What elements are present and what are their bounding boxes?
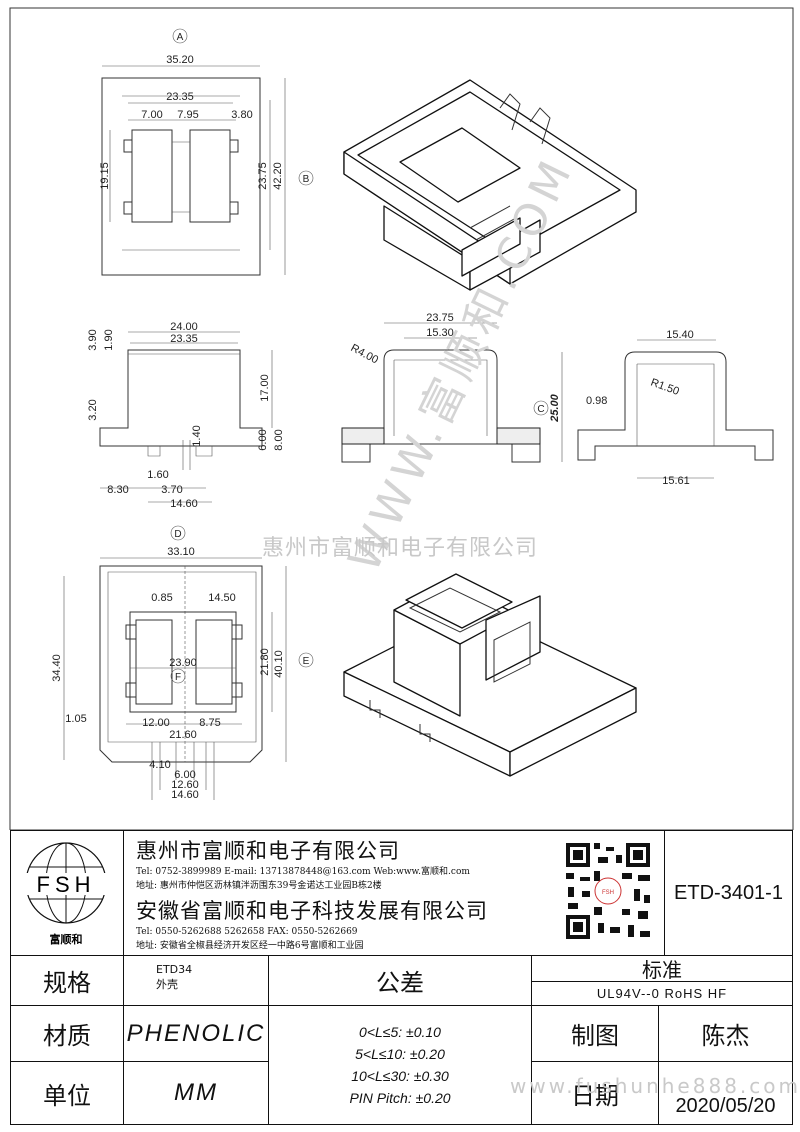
logo-text: FSH <box>37 872 96 897</box>
unit-label: 单位 <box>11 1062 124 1124</box>
material-label: 材质 <box>11 1006 124 1062</box>
address-1: 地址: 惠州市仲恺区沥林镇泮沥围东39号金诺达工业园B栋2楼 <box>136 881 382 891</box>
dim-33-10: 33.10 <box>167 546 195 558</box>
dim-4-10: 4.10 <box>149 759 170 771</box>
dim-0-98: 0.98 <box>586 395 607 407</box>
dim-3-80: 3.80 <box>231 109 252 121</box>
dim-19-15: 19.15 <box>99 162 111 190</box>
dim-8-75: 8.75 <box>199 717 220 729</box>
dim-35-20: 35.20 <box>166 54 194 66</box>
tolerance-label: 公差 <box>269 956 532 1006</box>
dim-14-60-d: 14.60 <box>171 789 199 801</box>
watermark-bottom: www.fushunhe888.com <box>510 1074 800 1098</box>
qr-caption: FSH <box>602 890 614 896</box>
view-a-top: A 35.20 23.35 7.00 7.95 3.80 19.15 23.75… <box>99 28 314 276</box>
dim-8-30: 8.30 <box>107 484 128 496</box>
tolerance-list: 0<L≤5: ±0.10 5<L≤10: ±0.20 10<L≤30: ±0.3… <box>269 1006 532 1124</box>
iso-view-top <box>343 79 637 291</box>
iso-view-bottom <box>343 573 637 777</box>
dim-15-61: 15.61 <box>662 475 690 487</box>
outline-a <box>101 77 261 276</box>
unit-value: MM <box>124 1062 269 1124</box>
drawing-number: ETD-3401-1 <box>664 831 792 956</box>
dim-6-00-d: 6.00 <box>174 769 195 781</box>
side-view-c: 15.40 R1.50 0.98 25.00 C 15.61 <box>533 329 774 487</box>
view-d-label: D <box>174 529 181 540</box>
dim-14-60-front: 14.60 <box>170 498 198 510</box>
company-name-2: 安徽省富顺和电子科技发展有限公司 <box>136 899 488 923</box>
dim-23-90: 23.90 <box>169 657 197 669</box>
qr-code: FSH <box>554 831 664 956</box>
dim-1-60: 1.60 <box>147 469 168 481</box>
logo-caption: 富顺和 <box>50 932 83 946</box>
dim-34-40: 34.40 <box>51 654 63 682</box>
tolerance-3: 10<L≤30: ±0.30 <box>351 1068 449 1084</box>
company-logo: FSH 富顺和 <box>11 831 124 956</box>
front-view: 24.00 23.35 3.90 1.90 3.20 17.00 6.00 8.… <box>87 321 285 510</box>
company-info: 惠州市富顺和电子有限公司 Tel: 0752-3899989 E-mail: 1… <box>124 831 554 956</box>
dim-15-30: 15.30 <box>426 327 454 339</box>
view-f-label: F <box>175 672 181 683</box>
dim-14-50: 14.50 <box>208 592 236 604</box>
spec-label: 规格 <box>11 956 124 1006</box>
spec-value: ETD34 外壳 <box>124 956 269 1006</box>
view-d-bottom: D 33.10 0.85 14.50 23.90 F 34.40 21.80 4… <box>51 525 314 801</box>
dim-0-85: 0.85 <box>151 592 172 604</box>
dim-r4-00: R4.00 <box>349 342 381 366</box>
dim-40-10: 40.10 <box>273 650 285 678</box>
dim-3-70: 3.70 <box>161 484 182 496</box>
date-label: 日期 <box>532 1062 659 1124</box>
dim-7-00: 7.00 <box>141 109 162 121</box>
dim-7-95: 7.95 <box>177 109 198 121</box>
dim-23-35: 23.35 <box>166 91 194 103</box>
tolerance-2: 5<L≤10: ±0.20 <box>355 1046 445 1062</box>
contact-2: Tel: 0550-5262688 5262658 FAX: 0550-5262… <box>136 927 358 937</box>
dim-24-00: 24.00 <box>170 321 198 333</box>
spec-value-1: ETD34 <box>156 963 193 976</box>
technical-drawing: A 35.20 23.35 7.00 7.95 3.80 19.15 23.75… <box>9 7 794 831</box>
dim-6-00: 6.00 <box>257 429 269 450</box>
dim-1-40: 1.40 <box>191 425 203 446</box>
drawn-by-label: 制图 <box>532 1006 659 1062</box>
date-value: 2020/05/20 <box>675 1095 776 1117</box>
material-value: PHENOLIC <box>124 1006 269 1062</box>
view-c-label: C <box>537 404 544 415</box>
dim-21-60: 21.60 <box>169 729 197 741</box>
dim-21-80: 21.80 <box>259 648 271 676</box>
dim-17-00: 17.00 <box>259 374 271 402</box>
dim-1-90: 1.90 <box>103 329 115 350</box>
dim-23-35-front: 23.35 <box>170 333 198 345</box>
dim-12-60: 12.60 <box>171 779 199 791</box>
dim-42-20: 42.20 <box>272 162 284 190</box>
standard-value: UL94V--0 RoHS HF <box>532 982 792 1006</box>
dim-15-40: 15.40 <box>666 329 694 341</box>
watermark-center: 惠州市富顺和电子有限公司 <box>261 536 538 561</box>
dim-23-75-section: 23.75 <box>426 312 454 324</box>
dim-23-75: 23.75 <box>257 162 269 190</box>
view-a-label: A <box>177 32 184 43</box>
title-block: FSH 富顺和 惠州市富顺和电子有限公司 Tel: 0752-3899989 E… <box>10 830 793 1125</box>
tolerance-4: PIN Pitch: ±0.20 <box>349 1090 451 1106</box>
dim-3-90: 3.90 <box>87 329 99 350</box>
dim-12-00: 12.00 <box>142 717 170 729</box>
address-2: 地址: 安徽省全椒县经济开发区经一中路6号富顺和工业园 <box>136 941 364 951</box>
dim-r1-50: R1.50 <box>649 377 681 398</box>
view-b-label: B <box>303 174 310 185</box>
drawn-by-value: 陈杰 <box>659 1006 792 1062</box>
dim-8-00: 8.00 <box>273 429 285 450</box>
company-name-1: 惠州市富顺和电子有限公司 <box>136 839 400 863</box>
tolerance-1: 0<L≤5: ±0.10 <box>359 1024 441 1040</box>
standard-label: 标准 <box>532 956 792 982</box>
dim-3-20: 3.20 <box>87 399 99 420</box>
contact-1: Tel: 0752-3899989 E-mail: 13713878448@16… <box>136 867 470 877</box>
spec-value-2: 外壳 <box>156 978 178 991</box>
dim-1-05: 1.05 <box>65 713 86 725</box>
dim-25-00: 25.00 <box>549 393 561 422</box>
view-e-label: E <box>303 656 310 667</box>
